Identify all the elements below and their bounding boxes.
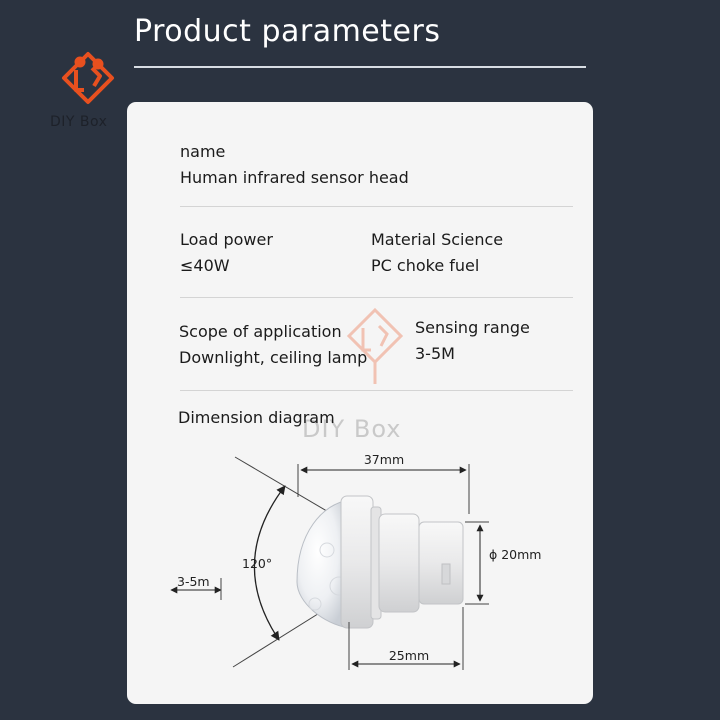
width-dimension-label: 37mm xyxy=(364,452,404,467)
dimension-diagram-label: Dimension diagram xyxy=(178,408,335,427)
angle-label: 120° xyxy=(242,556,272,571)
name-label: name xyxy=(180,142,226,161)
diameter-dimension-label: ϕ 20mm xyxy=(489,547,541,562)
divider xyxy=(180,390,573,391)
diy-box-logo-icon xyxy=(62,52,114,104)
base-dimension-label: 25mm xyxy=(389,648,429,663)
divider xyxy=(180,206,573,207)
title-divider xyxy=(134,66,586,68)
dimension-diagram: 37mm ϕ 20mm 25mm 120° 3-5m xyxy=(170,452,541,670)
watermark-text: DIY Box xyxy=(302,415,402,443)
material-label: Material Science xyxy=(371,230,504,249)
scope-value: Downlight, ceiling lamp xyxy=(179,348,368,367)
load-power-label: Load power xyxy=(180,230,273,249)
name-value: Human infrared sensor head xyxy=(180,168,409,187)
page-title: Product parameters xyxy=(134,14,441,49)
divider xyxy=(180,297,573,298)
range-label: 3-5m xyxy=(177,574,210,589)
load-power-value: ≤40W xyxy=(180,256,230,275)
sensing-range-value: 3-5M xyxy=(415,344,455,363)
scope-label: Scope of application xyxy=(179,322,342,341)
parameters-card: name Human infrared sensor head Load pow… xyxy=(127,102,593,704)
logo-text: DIY Box xyxy=(50,114,108,130)
watermark-logo-icon xyxy=(346,307,404,384)
sensing-range-label: Sensing range xyxy=(415,318,530,337)
material-value: PC choke fuel xyxy=(371,256,480,275)
